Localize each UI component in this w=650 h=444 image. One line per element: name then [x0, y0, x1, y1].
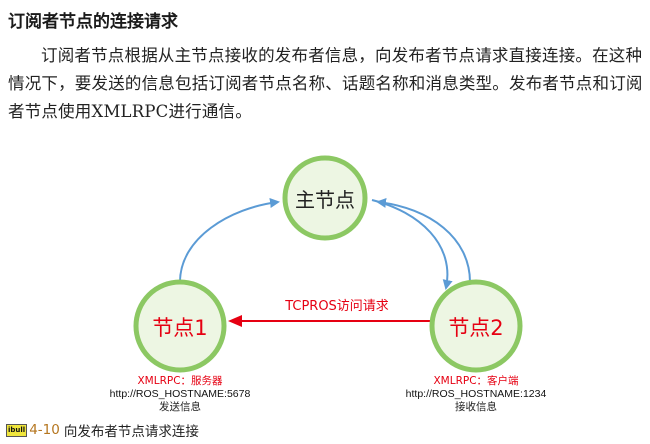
node1-host-label: http://ROS_HOSTNAME:5678: [110, 388, 251, 400]
node1-label: 节点1: [152, 316, 207, 340]
node1-action-label: 发送信息: [159, 400, 201, 413]
node2-xmlrpc-label: XMLRPC：客户端: [433, 374, 519, 387]
node2-action-label: 接收信息: [455, 400, 497, 413]
arc-node1-to-master: [179, 198, 280, 283]
body-paragraph: 订阅者节点根据从主节点接收的发布者信息，向发布者节点请求直接连接。在这种情况下，…: [8, 46, 643, 121]
connection-diagram: 主节点 节点1 节点2 TCPROS访问请求 XMLRPC：服务器 http:/…: [110, 155, 547, 413]
figure-number: 4-10: [29, 422, 60, 438]
node2-label: 节点2: [448, 316, 503, 340]
node2-circle: [429, 279, 523, 373]
master-node-circle: [282, 155, 368, 241]
node1-circle: [133, 279, 227, 373]
master-node-label: 主节点: [295, 188, 355, 212]
figure-caption: ibull 4-10 向发布者节点请求连接: [6, 420, 199, 440]
arc-master-to-node2: [371, 199, 453, 290]
tcpros-request-label: TCPROS访问请求: [284, 299, 389, 314]
section-title: 订阅者节点的连接请求: [8, 12, 178, 32]
caption-tag: ibull: [6, 423, 28, 437]
node1-xmlrpc-label: XMLRPC：服务器: [137, 374, 223, 387]
arc-node2-to-master: [376, 197, 471, 283]
node2-host-label: http://ROS_HOSTNAME:1234: [406, 388, 547, 400]
caption-text: 向发布者节点请求连接: [63, 424, 199, 440]
